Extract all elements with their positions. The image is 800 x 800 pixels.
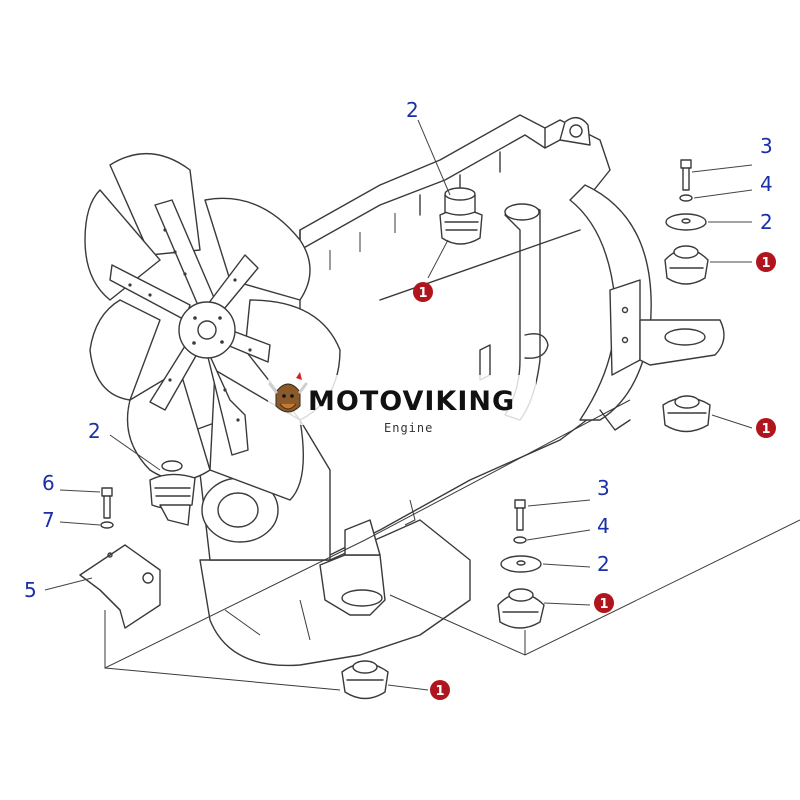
callout-badge: 1 [594,593,614,613]
callout-label: 6 [42,471,55,495]
callout-label: 7 [42,508,55,532]
callout-badge: 1 [413,282,433,302]
frame-lines [104,399,800,691]
badge-label: 1 [761,422,770,437]
badge-label: 1 [418,286,427,301]
right-lower-mount [662,395,711,433]
callout-badge: 1 [430,680,450,700]
right-top-mount-stack [664,159,709,285]
callout-label: 2 [597,552,610,576]
washer-7 [100,521,114,529]
viking-mascot-icon [268,372,308,413]
top-center-mount [439,187,483,245]
watermark: MOTOVIKING Engine [268,372,536,435]
front-left-mount [149,460,196,526]
callout-label: 4 [597,514,610,538]
callouts: 2 1 3 4 2 1 1 2 6 7 5 3 4 2 1 1 [24,98,776,700]
brand-subtitle: Engine [384,421,433,435]
callout-badge: 1 [756,252,776,272]
cooling-fan [84,153,341,501]
callout-label: 2 [406,98,419,122]
callout-label: 2 [760,210,773,234]
callout-label: 3 [760,134,773,158]
lower-front-bracket [319,519,386,616]
rear-mount-bracket [609,279,725,376]
bottom-mount [341,660,389,700]
callout-label: 3 [597,476,610,500]
callout-label: 2 [88,419,101,443]
lower-center-mount-stack [497,499,545,629]
badge-label: 1 [599,597,608,612]
callout-label: 5 [24,578,37,602]
leader-lines [44,119,753,691]
callout-badge: 1 [756,418,776,438]
callout-label: 4 [760,172,773,196]
bolt-6 [101,487,113,519]
badge-label: 1 [435,684,444,699]
badge-label: 1 [761,256,770,271]
brand-name: MOTOVIKING [308,386,515,417]
guard-plate [79,544,161,629]
